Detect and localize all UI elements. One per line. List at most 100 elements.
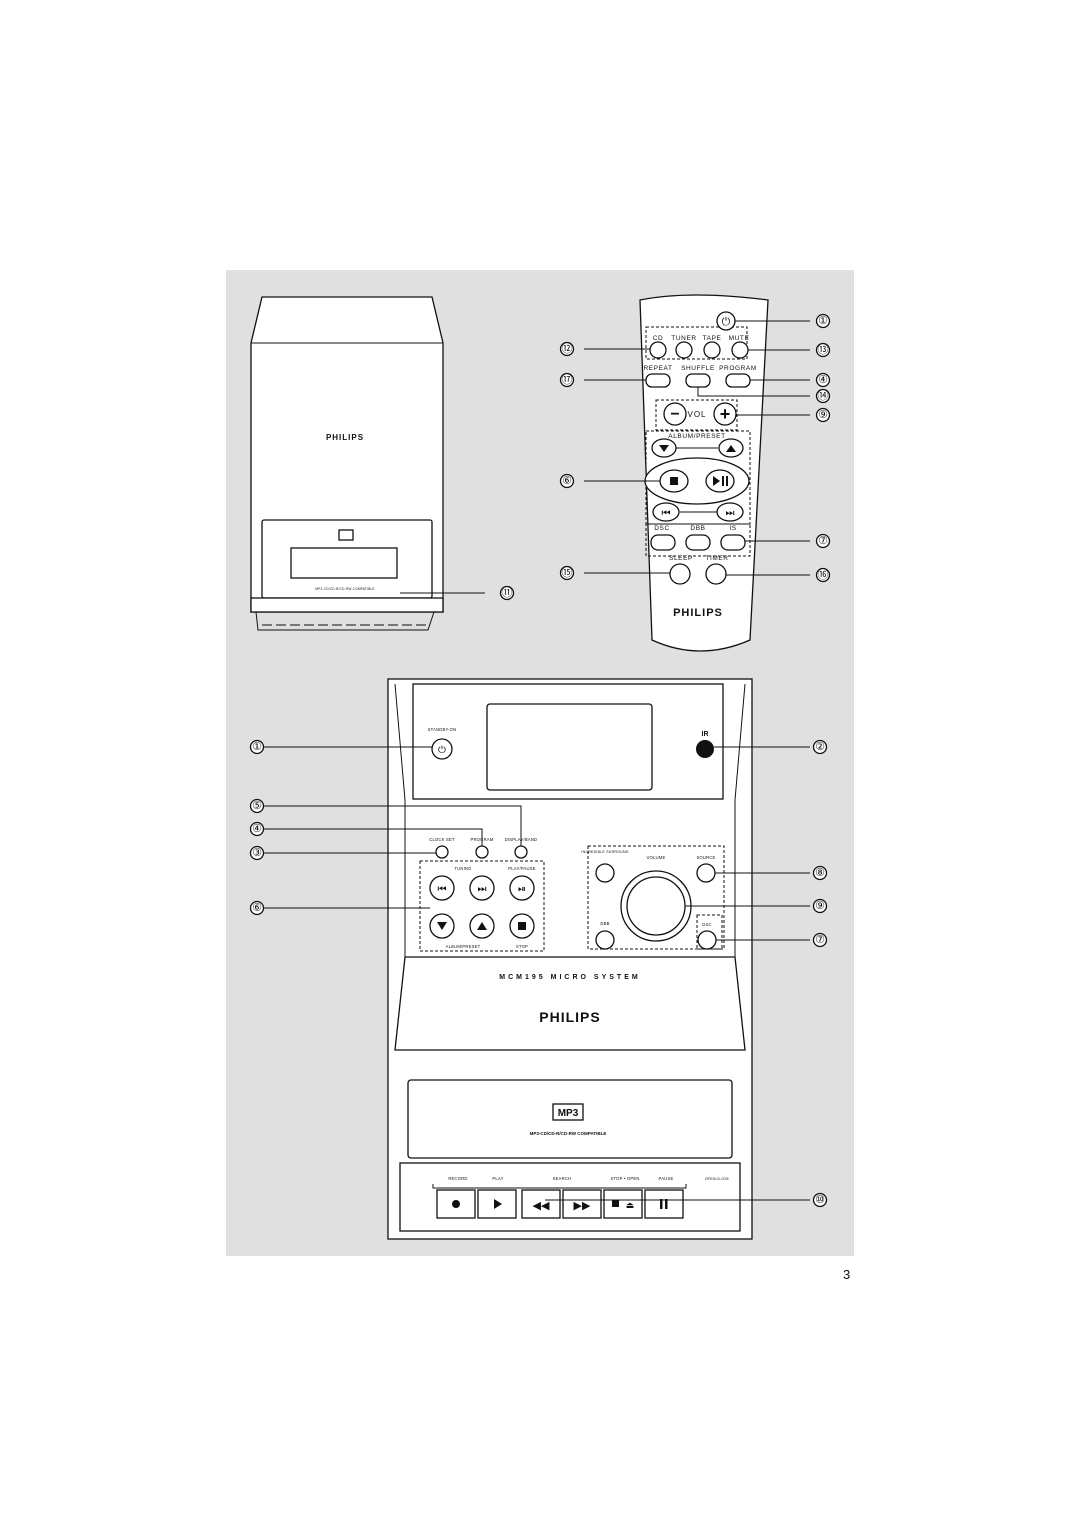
remote-dbb-label: DBB: [690, 525, 705, 532]
callout-3: ③: [252, 847, 262, 859]
remote-program-label: PROGRAM: [719, 365, 757, 372]
disc-logo-icon: [338, 529, 354, 541]
play-pause-button[interactable]: [509, 875, 535, 901]
incredible-surround-label: INCREDIBLE SURROUND: [581, 850, 628, 854]
remote-is-button[interactable]: [720, 534, 746, 551]
down-arrow-icon: [659, 445, 669, 452]
mp3-logo-text: MP3: [558, 1108, 579, 1119]
remote-sleep-button[interactable]: [669, 563, 691, 585]
deck-play-label: PLAY: [492, 1176, 503, 1181]
plus-icon: +: [720, 404, 731, 424]
next-button[interactable]: [469, 875, 495, 901]
main-unit: STANDBY-ON ⏻ IR CLOCK SET PROGRAM DISPLA…: [264, 678, 810, 1240]
callout-6: ⑥: [252, 902, 262, 914]
stop-label: STOP: [516, 944, 528, 949]
remote-dbb-button[interactable]: [685, 534, 711, 551]
callout-1: ①: [252, 741, 262, 753]
dbb-button[interactable]: [595, 930, 615, 950]
prev-track-icon: ⏮: [662, 508, 671, 519]
deck-rewind-button[interactable]: [521, 1189, 561, 1219]
stop-icon: [518, 922, 526, 930]
display-band-button[interactable]: [514, 845, 528, 859]
dsc-button[interactable]: [697, 930, 717, 950]
remote-cd-button[interactable]: [649, 341, 667, 359]
callout-15: ⑮: [562, 566, 573, 579]
dbb-label: DBB: [600, 921, 609, 926]
deck-record-button[interactable]: [436, 1189, 476, 1219]
prev-button[interactable]: [429, 875, 455, 901]
dsc-label: DSC: [702, 922, 711, 927]
album-preset-label: ALBUM/PRESET: [446, 944, 481, 949]
remote-tape-label: TAPE: [703, 335, 722, 342]
remote-control: ⏻ CD TUNER TAPE MUTE REPEAT SHUFFLE PROG…: [584, 294, 810, 652]
deck-pause-label: PAUSE: [659, 1176, 674, 1181]
remote-dsc-label: DSC: [654, 525, 670, 532]
remote-mute-button[interactable]: [731, 341, 749, 359]
remote-prev-button[interactable]: [652, 502, 680, 522]
side-compat-text: MP3-CD/CD-R/CD-RW COMPATIBLE: [315, 587, 374, 591]
rewind-icon: ◀◀: [533, 1200, 550, 1212]
deck-stop-open-button[interactable]: [603, 1189, 643, 1219]
clock-set-label: CLOCK SET: [429, 837, 455, 842]
callout-11: ⑪: [502, 586, 513, 599]
remote-tuner-button[interactable]: [675, 341, 693, 359]
callout-9: ⑨: [815, 900, 825, 912]
volume-label: VOLUME: [647, 855, 666, 860]
remote-shuffle-label: SHUFFLE: [681, 365, 715, 372]
clock-set-button[interactable]: [435, 845, 449, 859]
play-pause-label: PLAY/PAUSE: [508, 866, 535, 871]
minus-icon: −: [670, 406, 679, 423]
tuning-label: TUNING: [454, 866, 471, 871]
source-label: SOURCE: [696, 855, 715, 860]
fast-forward-icon: ▶▶: [574, 1200, 591, 1212]
deck-pause-button[interactable]: [644, 1189, 684, 1219]
remote-repeat-button[interactable]: [645, 373, 671, 388]
eject-icon: ⏏: [626, 1200, 635, 1210]
remote-brand: PHILIPS: [673, 607, 723, 619]
side-brand: PHILIPS: [326, 433, 364, 442]
remote-program-button[interactable]: [725, 373, 751, 388]
remote-shuffle-button[interactable]: [685, 373, 711, 388]
callout-8: ⑧: [815, 867, 825, 879]
remote-dsc-button[interactable]: [650, 534, 676, 551]
remote-vol-down-button[interactable]: [663, 402, 687, 426]
remote-vol-up-button[interactable]: [713, 402, 737, 426]
callout-7: ⑦: [818, 535, 828, 547]
callout-9: ⑨: [818, 409, 828, 421]
power-icon: ⏻: [722, 316, 731, 328]
power-icon: ⏻: [438, 745, 446, 756]
callout-4: ④: [252, 823, 262, 835]
remote-timer-button[interactable]: [705, 563, 727, 585]
main-compat-text: MP3-CD/CD-R/CD-RW COMPATIBLE: [530, 1131, 607, 1136]
remote-tuner-label: TUNER: [671, 335, 696, 342]
callout-17: ⑰: [562, 373, 573, 386]
deck-record-label: RECORD: [448, 1176, 467, 1181]
source-button[interactable]: [696, 863, 716, 883]
incredible-surround-button[interactable]: [595, 863, 615, 883]
play-icon: [494, 1199, 502, 1209]
remote-is-label: IS: [729, 525, 736, 532]
ir-label: IR: [702, 731, 709, 738]
pause-icon: [660, 1199, 663, 1209]
callout-10: ⑩: [815, 1194, 825, 1206]
volume-knob[interactable]: [626, 876, 686, 936]
program-button[interactable]: [475, 845, 489, 859]
unit-callouts: ① ⑤ ④ ③ ⑥ ② ⑧ ⑨ ⑦ ⑩: [249, 739, 828, 1208]
callout-2: ②: [815, 741, 825, 753]
remote-tape-button[interactable]: [703, 341, 721, 359]
remote-timer-label: TIMER: [705, 555, 728, 562]
up-arrow-icon: [726, 445, 736, 452]
page-number: 3: [843, 1267, 851, 1282]
callout-4: ④: [818, 374, 828, 386]
up-arrow-icon: [477, 922, 487, 930]
callout-5: ⑤: [252, 800, 262, 812]
callout-16: ⑯: [818, 568, 829, 581]
stop-icon: [612, 1200, 619, 1207]
deck-play-button[interactable]: [477, 1189, 517, 1219]
deck-forward-button[interactable]: [562, 1189, 602, 1219]
standby-button[interactable]: [431, 738, 453, 760]
remote-repeat-label: REPEAT: [643, 365, 672, 372]
deck-search-label: SEARCH: [553, 1176, 572, 1181]
remote-next-button[interactable]: [716, 502, 744, 522]
